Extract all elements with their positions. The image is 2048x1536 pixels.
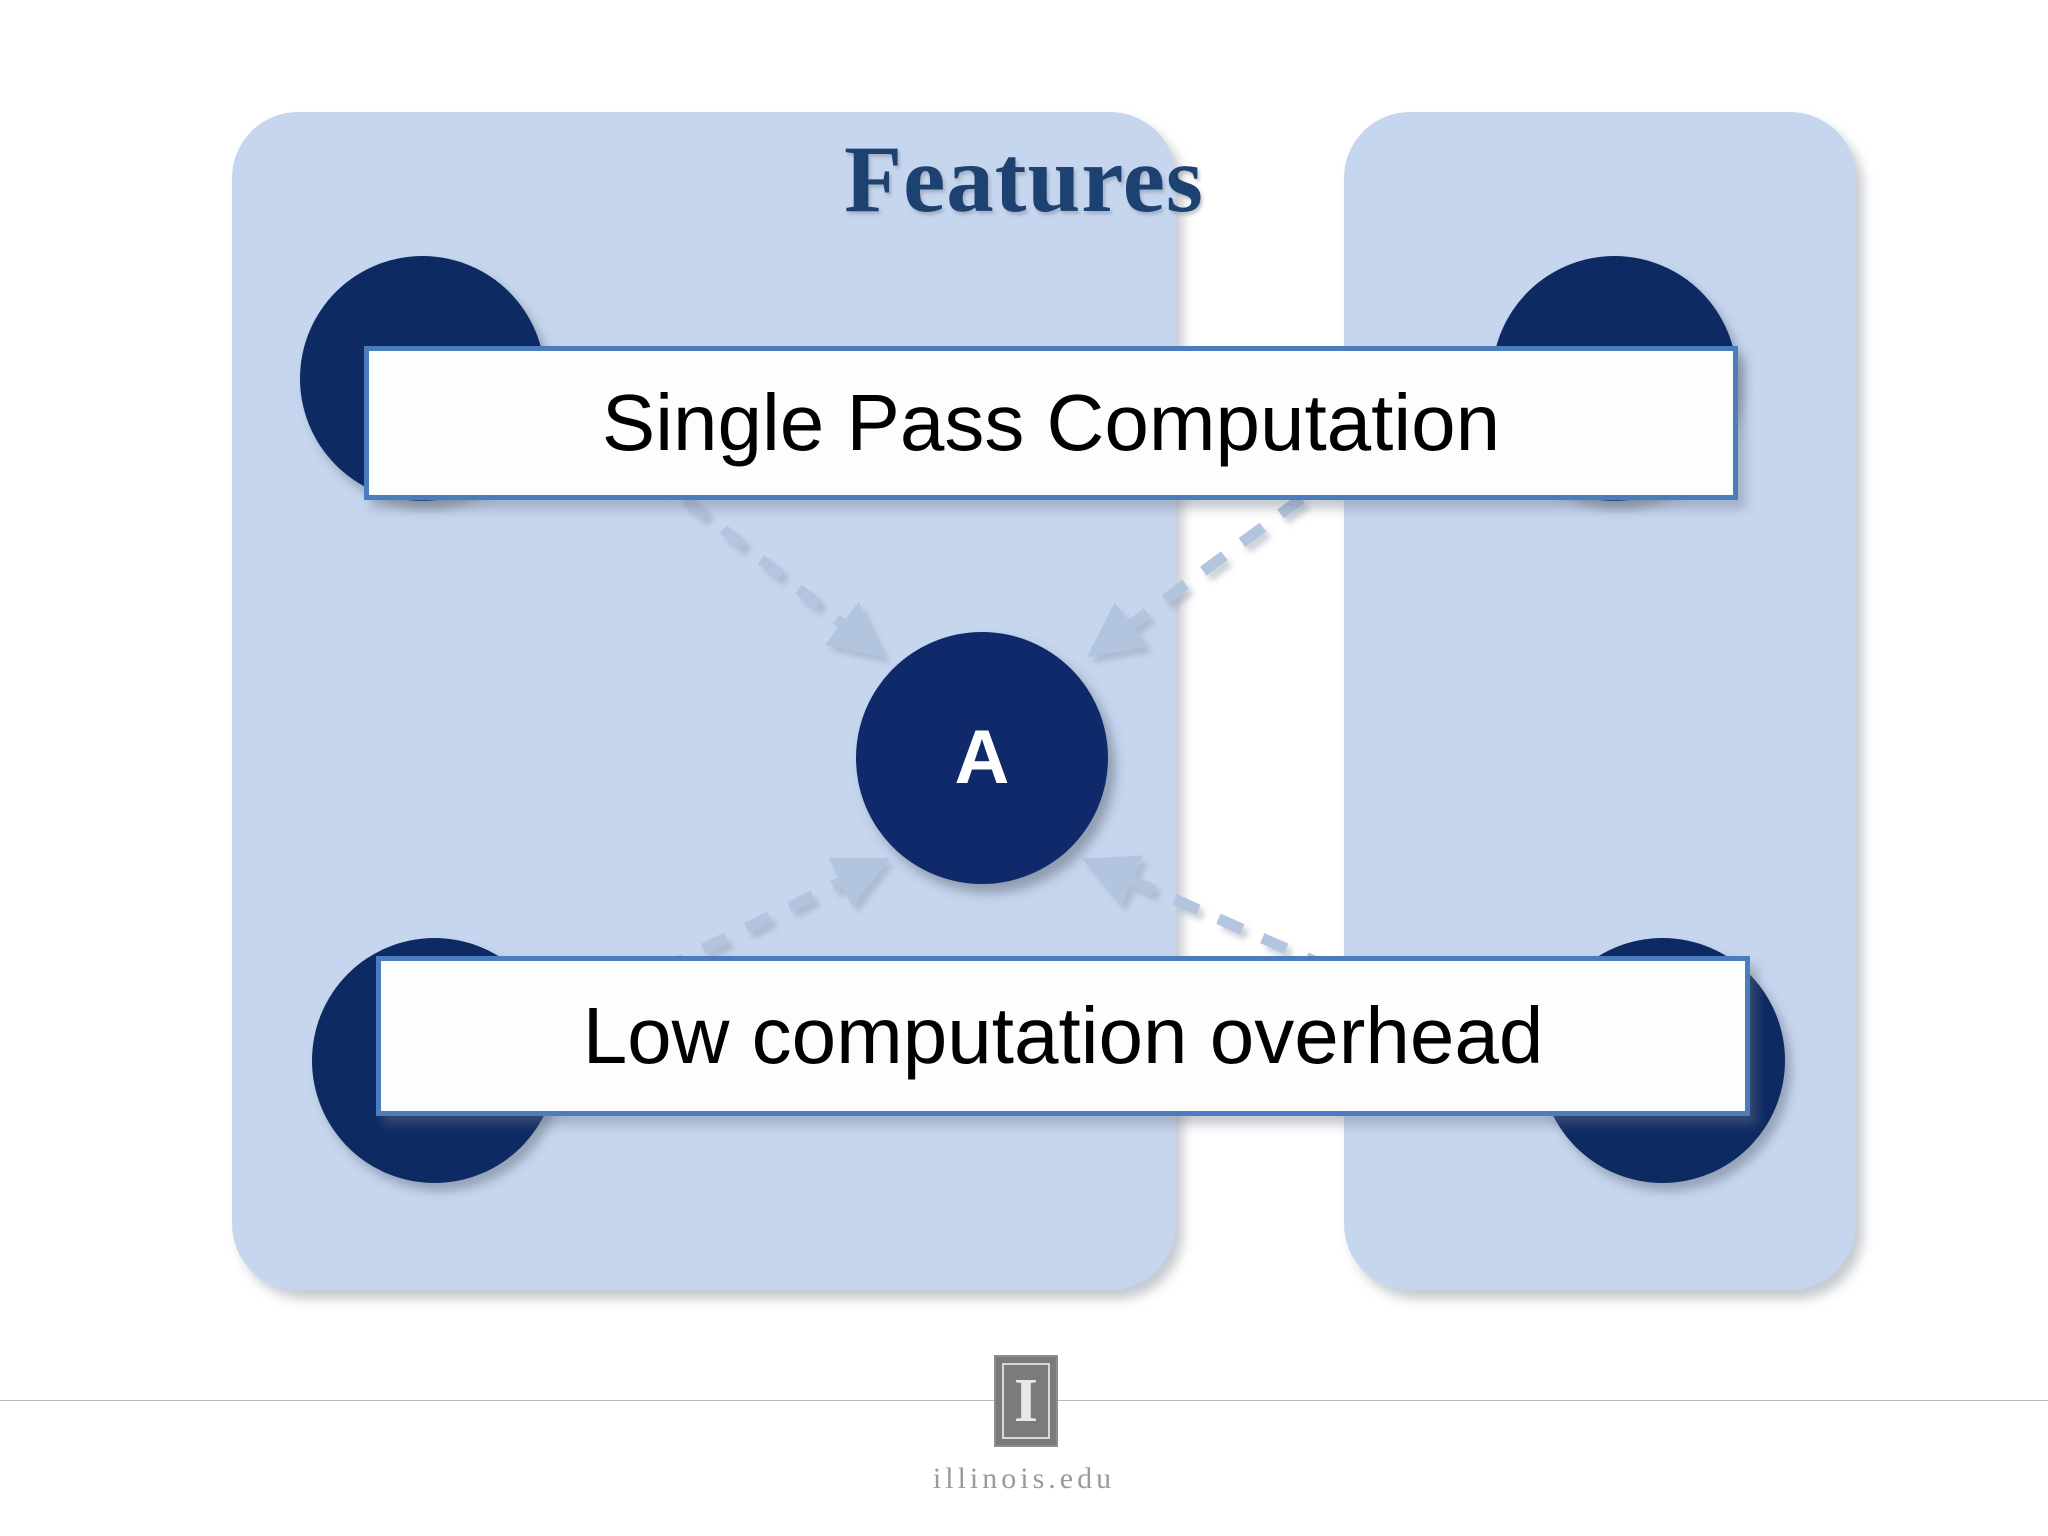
- center-node-circle: A: [856, 632, 1108, 884]
- feature-banner-bottom-text: Low computation overhead: [582, 991, 1544, 1080]
- logo-inner-frame: I: [1002, 1363, 1050, 1439]
- logo-letter-i: I: [1013, 1367, 1039, 1435]
- feature-banner-top-text: Single Pass Computation: [601, 378, 1501, 467]
- feature-banner-bottom: Low computation overhead: [376, 956, 1750, 1116]
- footer-url: illinois.edu: [932, 1462, 1116, 1495]
- illinois-block-i-logo: I: [994, 1355, 1058, 1447]
- feature-banner-top: Single Pass Computation: [364, 346, 1738, 500]
- page-title: Features: [844, 126, 1204, 232]
- center-node-label: A: [954, 715, 1010, 800]
